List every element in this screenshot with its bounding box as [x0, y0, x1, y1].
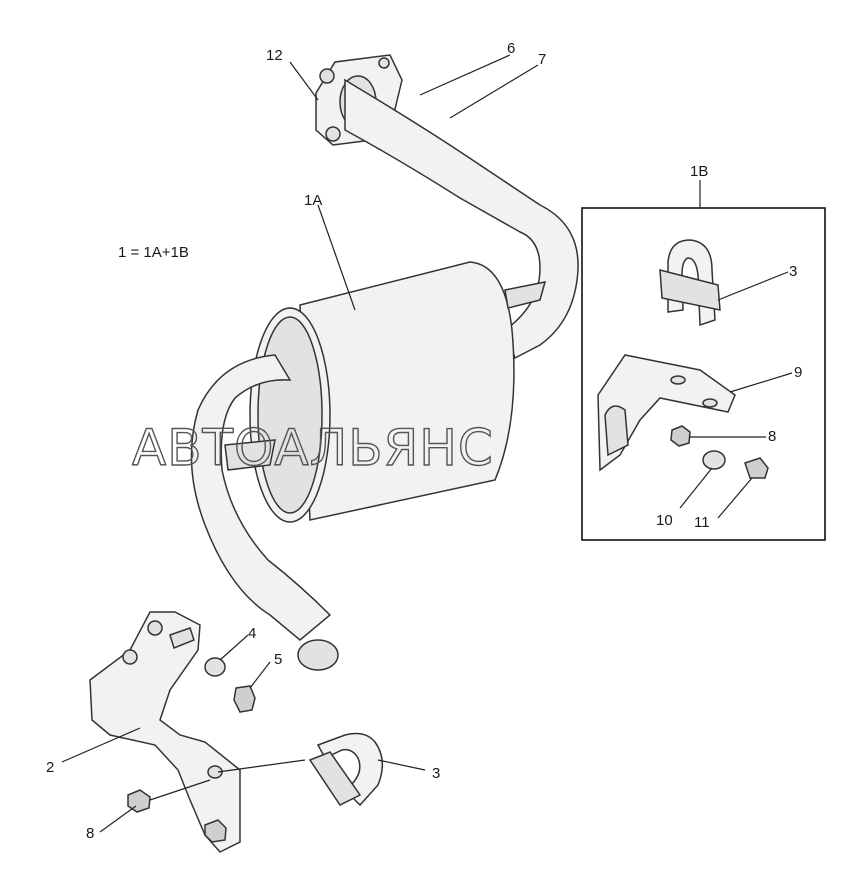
callout-3-lower: 3	[432, 765, 440, 782]
callout-3-upper: 3	[789, 263, 797, 280]
u-clamp-upper	[659, 239, 721, 327]
leader-lines	[61, 54, 793, 833]
callout-2: 2	[46, 759, 54, 776]
callout-8-lower: 8	[86, 825, 94, 842]
upper-exhaust-pipe	[344, 78, 579, 360]
callout-7: 7	[538, 51, 546, 68]
washer	[702, 450, 726, 470]
mounting-bracket	[89, 611, 241, 853]
lower-exhaust-pipe	[190, 354, 332, 641]
bolt	[744, 457, 769, 479]
u-clamp-lower	[308, 732, 384, 807]
muffler-body	[249, 261, 547, 523]
hanger-bracket	[597, 354, 736, 472]
hex-nut	[670, 425, 691, 447]
callout-1a: 1A	[304, 192, 322, 209]
callout-12: 12	[266, 47, 283, 64]
detail-box-1b	[581, 207, 826, 541]
bolt-lower	[233, 685, 256, 713]
callout-9: 9	[794, 364, 802, 381]
assembly-formula: 1 = 1A+1B	[118, 244, 189, 261]
callout-8-upper: 8	[768, 428, 776, 445]
callout-5: 5	[274, 651, 282, 668]
watermark-text: АВТОАЛЬЯНС	[132, 419, 494, 477]
callout-1b: 1B	[690, 163, 708, 180]
callout-4: 4	[248, 625, 256, 642]
callout-11: 11	[694, 514, 710, 531]
tailpipe-outlet	[297, 639, 339, 671]
hex-nut-lower	[127, 789, 151, 813]
washer-lower	[204, 657, 226, 677]
callout-6: 6	[507, 40, 515, 57]
callout-10: 10	[656, 512, 673, 529]
